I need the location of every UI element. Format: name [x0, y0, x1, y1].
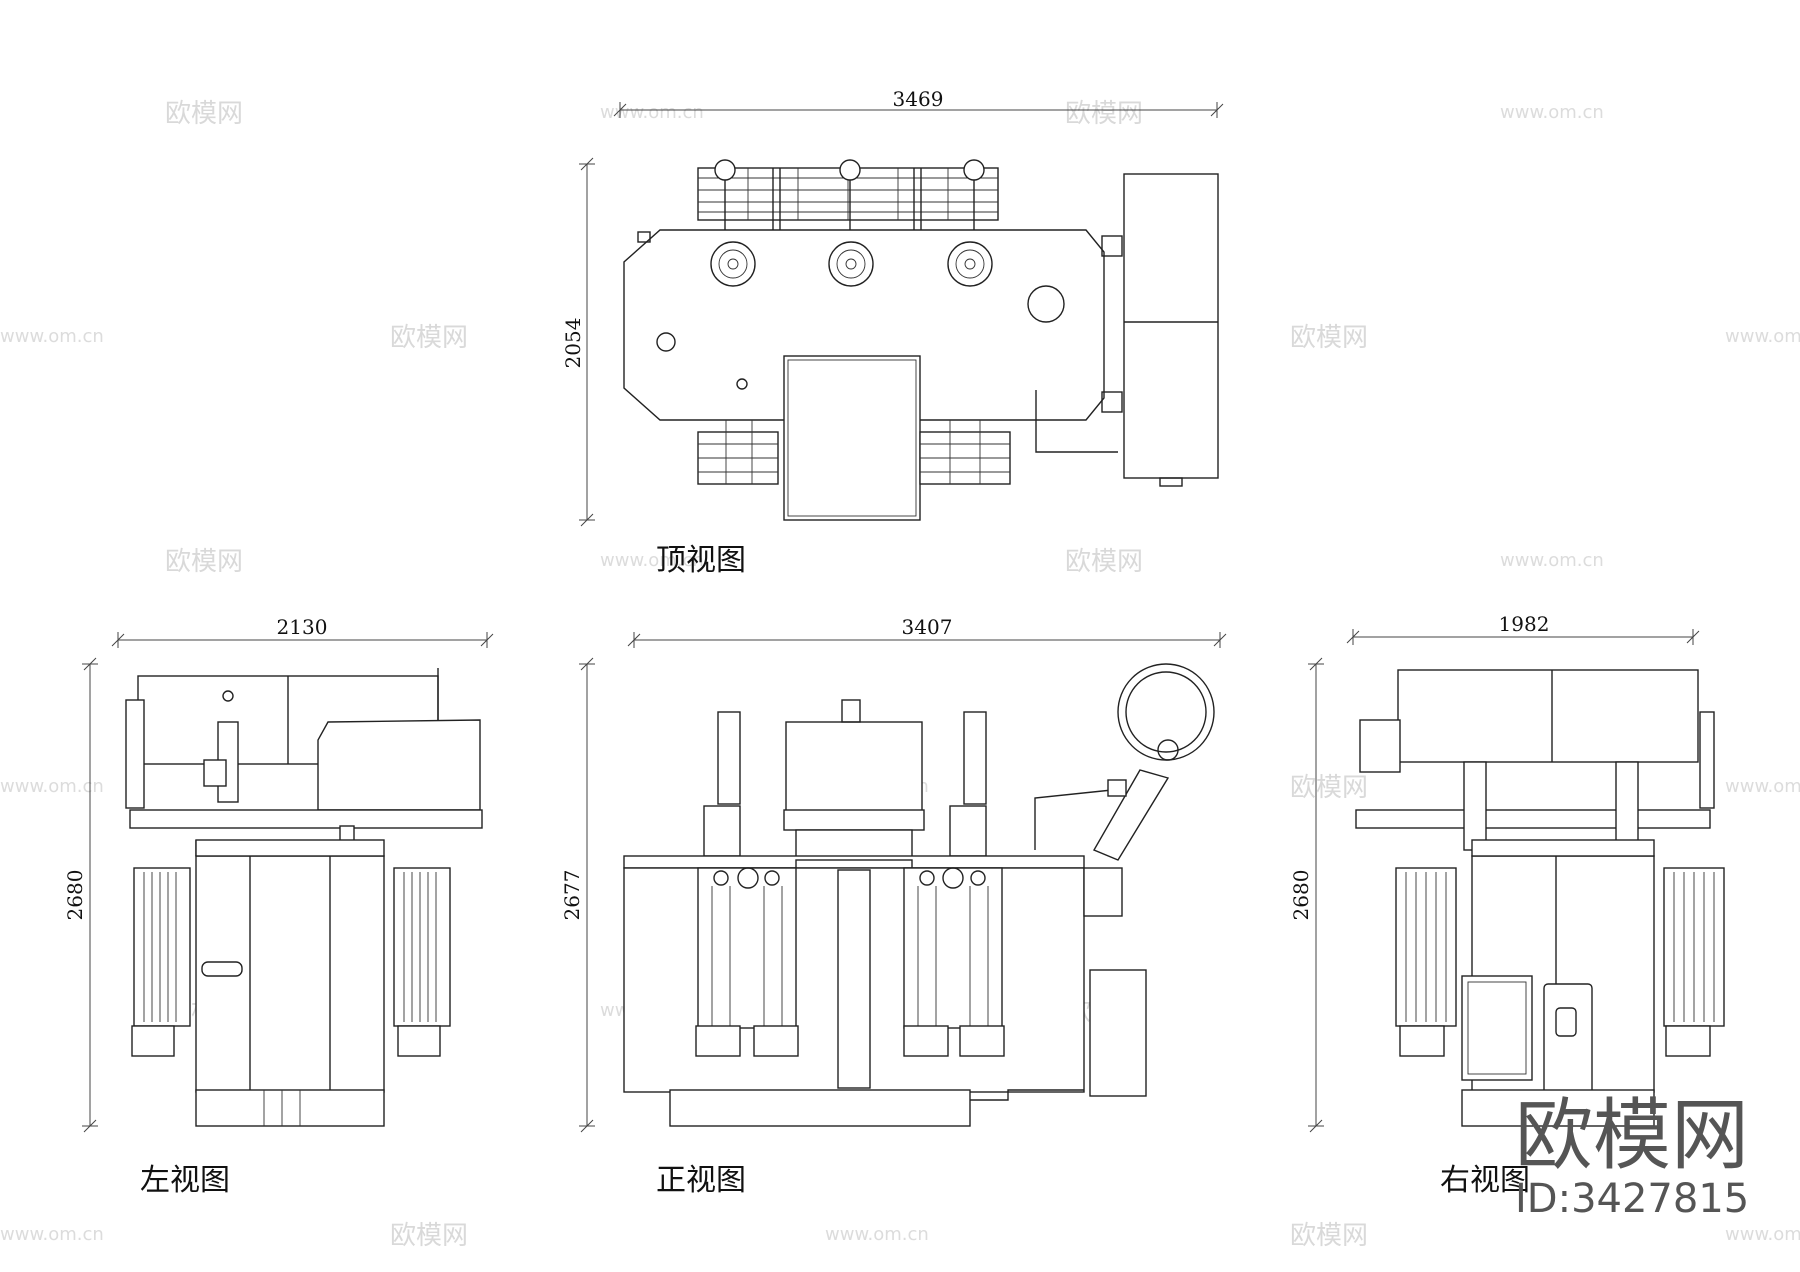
- upper-radiator-bank: [697, 159, 999, 262]
- watermark-url: www.om.cn: [1500, 102, 1604, 123]
- top-view-caption: 顶视图: [656, 543, 746, 578]
- front-view: 3407 2677: [560, 615, 1227, 1198]
- watermark-url: www.om.cn: [1725, 326, 1800, 347]
- watermark-url: www.om.cn: [1725, 776, 1800, 797]
- watermark-brand: 欧模网: [165, 547, 243, 577]
- left-width-dimension: 2130: [111, 615, 494, 648]
- conservator-end: [1117, 663, 1215, 761]
- left-width-label: 2130: [277, 615, 328, 639]
- right-view-caption: 右视图: [1440, 1163, 1530, 1198]
- watermark-brand: 欧模网: [390, 323, 468, 353]
- breather-top: [1027, 285, 1065, 323]
- top-width-label: 3469: [893, 87, 944, 111]
- right-width-label: 1982: [1499, 612, 1550, 636]
- watermark-brand: 欧模网: [1290, 1221, 1368, 1251]
- top-view: 3469 2054: [561, 87, 1224, 578]
- right-height-label: 2680: [1289, 870, 1313, 921]
- control-cabinet-top: [783, 355, 921, 521]
- left-view: 2130 2680: [63, 615, 494, 1198]
- watermark-brand: 欧模网: [1065, 547, 1143, 577]
- brand-stamp: 欧模网 ID:3427815: [1515, 1091, 1749, 1222]
- stamp-brand: 欧模网: [1515, 1091, 1749, 1181]
- top-width-dimension: 3469: [613, 87, 1224, 118]
- watermark-brand: 欧模网: [390, 1221, 468, 1251]
- right-view: 1982 2680 右视图: [1289, 612, 1725, 1198]
- watermark-url: www.om.cn: [1725, 1224, 1800, 1245]
- watermark-url: www.om.cn: [600, 550, 704, 571]
- watermark-brand: 欧模网: [1290, 323, 1368, 353]
- front-width-dimension: 3407: [627, 615, 1227, 648]
- front-height-label: 2677: [560, 870, 584, 921]
- front-view-caption: 正视图: [656, 1163, 746, 1198]
- watermark-url: www.om.cn: [825, 1224, 929, 1245]
- watermark-brand: 欧模网: [165, 99, 243, 129]
- left-height-label: 2680: [63, 870, 87, 921]
- tank-outline: [623, 229, 1105, 421]
- control-box: [1089, 969, 1147, 1097]
- watermark-brand: 欧模网: [1290, 773, 1368, 803]
- front-width-label: 3407: [902, 615, 953, 639]
- hv-bushings: [710, 241, 993, 287]
- conservator-top: [1123, 173, 1219, 479]
- front-height-dimension: 2677: [560, 657, 595, 1133]
- left-tank-body: [195, 855, 385, 1093]
- left-height-dimension: 2680: [63, 657, 98, 1133]
- stamp-id: ID:3427815: [1515, 1176, 1749, 1222]
- watermark-url: www.om.cn: [0, 776, 104, 797]
- watermark-url: www.om.cn: [1500, 550, 1604, 571]
- top-height-label: 2054: [561, 318, 585, 369]
- watermark-url: www.om.cn: [600, 102, 704, 123]
- top-height-dimension: 2054: [561, 157, 595, 527]
- right-height-dimension: 2680: [1289, 657, 1324, 1133]
- left-view-caption: 左视图: [140, 1163, 230, 1198]
- lower-radiator-bank: [697, 420, 1011, 485]
- watermark-url: www.om.cn: [0, 326, 104, 347]
- watermark-brand: 欧模网: [1065, 99, 1143, 129]
- watermark-url: www.om.cn: [0, 1224, 104, 1245]
- right-control-cabinet: [1461, 975, 1533, 1081]
- right-width-dimension: 1982: [1346, 612, 1700, 645]
